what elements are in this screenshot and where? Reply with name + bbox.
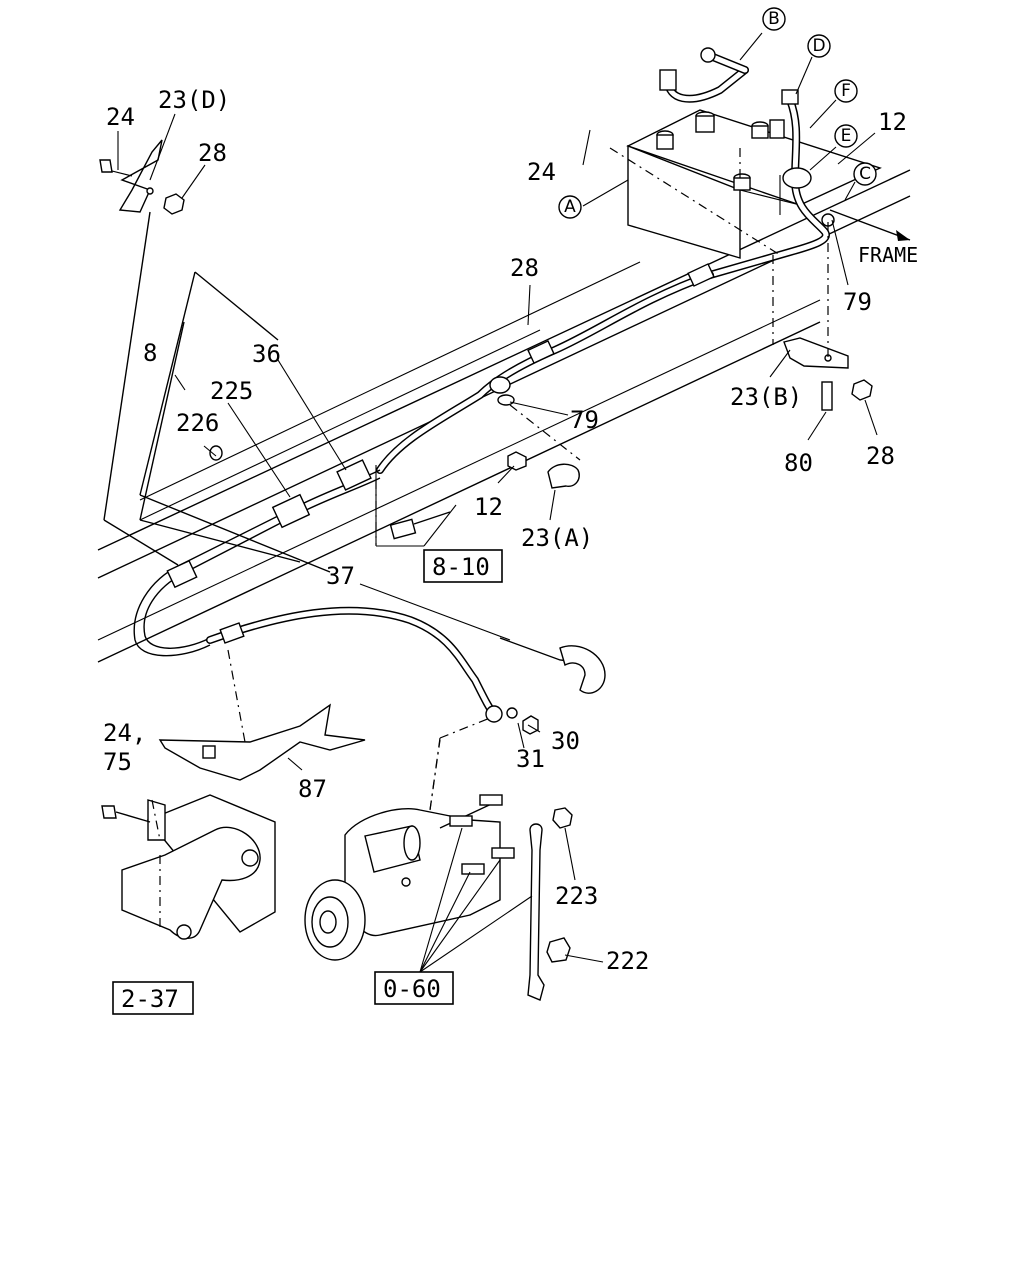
label-28-top: 28 <box>198 139 227 167</box>
label-87: 87 <box>298 775 327 803</box>
label-8: 8 <box>143 339 157 367</box>
label-226: 226 <box>176 409 219 437</box>
circle-B: B <box>762 7 786 31</box>
label-23A: 23(A) <box>521 524 593 552</box>
starter-motor <box>304 794 515 961</box>
label-79-mid: 79 <box>570 406 599 434</box>
label-30: 30 <box>551 727 580 755</box>
label-225: 225 <box>210 377 253 405</box>
label-37: 37 <box>326 562 355 590</box>
starter-cable <box>206 606 539 735</box>
circled-letters: A B D F E C <box>558 7 877 219</box>
ground-cable <box>527 807 573 1001</box>
label-23D: 23(D) <box>158 86 230 114</box>
label-23B: 23(B) <box>730 383 802 411</box>
label-24-battery: 24 <box>527 158 556 186</box>
main-cable <box>376 263 715 474</box>
label-12-top: 12 <box>878 108 907 136</box>
frame-rails <box>97 169 911 663</box>
svg-text:8-10: 8-10 <box>432 553 490 581</box>
callout-labels: 24 23(D) 28 24 12 FRAME 79 28 79 36 8 22… <box>103 86 918 975</box>
label-24-75-b: 75 <box>103 748 132 776</box>
label-24-top: 24 <box>106 103 135 131</box>
grommet <box>499 637 606 694</box>
battery-cables <box>659 47 835 279</box>
svg-text:A: A <box>564 197 576 217</box>
circle-F: F <box>834 79 858 103</box>
ref-box-2-37[interactable]: 2-37 <box>112 981 194 1015</box>
circle-A: A <box>558 195 582 219</box>
label-31: 31 <box>516 745 545 773</box>
svg-text:E: E <box>841 126 852 146</box>
bracket-87 <box>158 703 366 781</box>
label-28-right: 28 <box>866 442 895 470</box>
label-12-mid: 12 <box>474 493 503 521</box>
label-28-mid: 28 <box>510 254 539 282</box>
ref-box-0-60[interactable]: 0-60 <box>374 971 454 1005</box>
label-24-75-a: 24, <box>103 719 146 747</box>
clamp-23A <box>507 451 580 489</box>
svg-text:F: F <box>841 81 851 101</box>
svg-text:0-60: 0-60 <box>383 975 441 1003</box>
label-222: 222 <box>606 947 649 975</box>
svg-text:D: D <box>812 36 825 56</box>
harness-225 <box>133 445 381 657</box>
label-36: 36 <box>252 340 281 368</box>
label-80: 80 <box>784 449 813 477</box>
label-223: 223 <box>555 882 598 910</box>
leader-lines <box>103 32 911 973</box>
svg-text:B: B <box>768 9 780 29</box>
bracket-23D <box>99 139 185 215</box>
label-frame: FRAME <box>858 243 918 267</box>
svg-text:2-37: 2-37 <box>121 985 179 1013</box>
bracket-23B <box>783 337 873 411</box>
battery <box>626 109 882 259</box>
reference-boxes: 8-10 2-37 0-60 <box>112 549 503 1015</box>
svg-text:C: C <box>859 164 871 184</box>
circle-E: E <box>834 124 858 148</box>
label-79-top: 79 <box>843 288 872 316</box>
circle-D: D <box>807 34 831 58</box>
circle-C: C <box>853 162 877 186</box>
bracket-2-37 <box>101 794 276 940</box>
sensor-wire <box>389 511 451 540</box>
ref-box-8-10[interactable]: 8-10 <box>423 549 503 583</box>
